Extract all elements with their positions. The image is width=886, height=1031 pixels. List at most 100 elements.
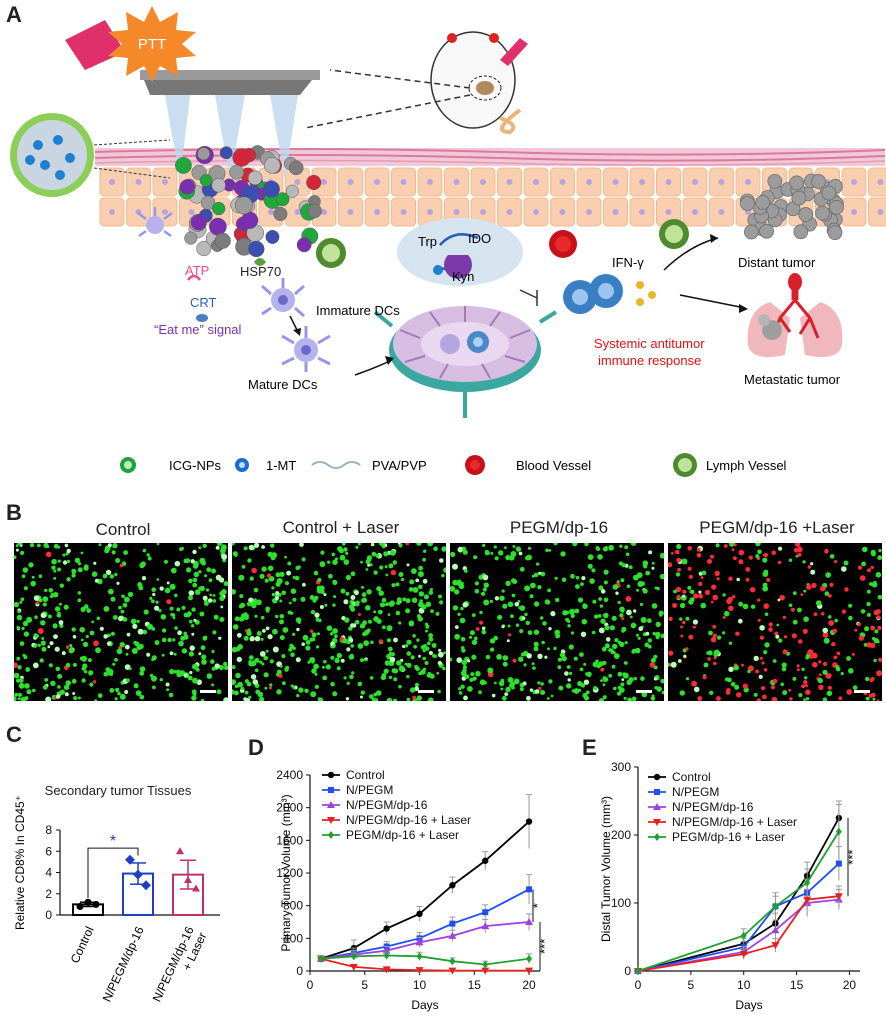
cell-dot: [710, 600, 714, 604]
cell-dot: [45, 551, 52, 558]
y-axis-label: Relative CD8% In CD45⁺: [13, 795, 27, 930]
tick-label: 15: [468, 978, 482, 992]
cell-dot: [370, 640, 374, 645]
mature-dcs-label: Mature DCs: [248, 377, 318, 392]
cell-dot: [249, 576, 254, 581]
cell-dot: [636, 633, 639, 637]
cell-dot: [352, 623, 357, 628]
cell-dot: [433, 546, 438, 551]
cell-dot: [360, 658, 364, 663]
cell-dot: [513, 678, 520, 685]
cell-dot: [540, 682, 544, 686]
cell-dot: [529, 688, 534, 692]
cell-dot: [17, 610, 21, 614]
cell-dot: [279, 635, 285, 641]
cell-dot: [200, 698, 205, 701]
cell-dot: [270, 543, 275, 548]
cell-dot: [398, 684, 402, 689]
cell-dot: [246, 601, 252, 607]
cell-dot: [426, 641, 431, 646]
cell-dot: [390, 569, 397, 576]
cell-dot: [179, 670, 186, 677]
cell-dot: [828, 620, 835, 626]
cell-dot: [827, 685, 832, 690]
cell-dot: [498, 680, 505, 687]
cell-dot: [471, 639, 478, 645]
tick-label: 200: [611, 828, 631, 842]
tumor-mass: [175, 145, 322, 258]
legend-label: N/PEGM: [672, 785, 719, 799]
cell-dot: [259, 696, 265, 701]
cell-dot: [212, 630, 217, 635]
cell-dot: [876, 670, 882, 677]
micro-title-control: Control: [95, 520, 151, 539]
cell-dot: [772, 678, 778, 684]
cell-dot: [680, 634, 684, 638]
cell-dot: [252, 679, 259, 685]
cell-dot: [478, 690, 482, 695]
cell-dot: [698, 593, 703, 599]
cell-dot: [461, 581, 464, 585]
cell-dot: [852, 685, 858, 690]
cell-dot: [161, 628, 167, 633]
cell-dot: [292, 575, 296, 579]
cell-dot: [755, 554, 760, 559]
data-point: [350, 952, 357, 961]
cell-dot: [232, 624, 239, 630]
cell-dot: [340, 658, 345, 663]
data-point: [192, 884, 200, 892]
cell-dot: [507, 677, 514, 683]
cell-dot: [659, 573, 664, 580]
cell-dot: [151, 675, 157, 682]
cell-dot: [53, 634, 58, 639]
cell-dot: [163, 559, 169, 564]
cell-dot: [878, 548, 882, 553]
x-axis-label: Days: [411, 998, 438, 1012]
cell-dot: [796, 668, 800, 672]
cell-dot: [73, 696, 78, 701]
cell-dot: [57, 673, 63, 679]
cell-dot: [26, 616, 33, 623]
cell-dot: [806, 584, 812, 590]
cell-dot: [14, 696, 17, 701]
cell-dot: [411, 568, 417, 574]
cell-dot: [738, 549, 745, 556]
cell-dot: [275, 614, 279, 619]
cell-dot: [638, 626, 643, 631]
data-point: [525, 818, 533, 825]
cell-dot: [602, 695, 607, 700]
cell-dot: [485, 654, 491, 660]
cell-dot: [484, 550, 490, 556]
cell-dot: [797, 552, 802, 557]
cell-dot: [727, 677, 732, 683]
cell-dot: [679, 617, 683, 621]
cell-dot: [557, 665, 562, 670]
cell-dot: [603, 569, 609, 575]
cell-dot: [481, 591, 486, 596]
cell-dot: [19, 600, 23, 604]
data-point: [327, 771, 335, 779]
cell-dot: [18, 677, 24, 683]
kyn-label: Kyn: [452, 269, 474, 284]
cell-dot: [191, 607, 196, 612]
cell-dot: [392, 561, 396, 565]
tick-label: 5: [361, 978, 368, 992]
cell-dot: [210, 659, 215, 664]
cell-dot: [452, 605, 459, 611]
cell-dot: [360, 560, 363, 564]
legend-a: [120, 453, 697, 477]
cell-dot: [481, 626, 486, 631]
cell-dot: [292, 686, 296, 690]
cell-dot: [422, 649, 426, 653]
cell-dot: [237, 644, 243, 650]
cell-dot: [631, 649, 636, 654]
cell-dot: [527, 630, 533, 635]
cell-dot: [314, 672, 318, 676]
cell-dot: [835, 665, 840, 670]
cell-dot: [661, 690, 664, 695]
cell-dot: [332, 559, 338, 565]
series-2: [316, 913, 534, 962]
cell-dot: [692, 619, 698, 625]
cell-dot: [249, 636, 255, 642]
cell-dot: [295, 657, 301, 663]
